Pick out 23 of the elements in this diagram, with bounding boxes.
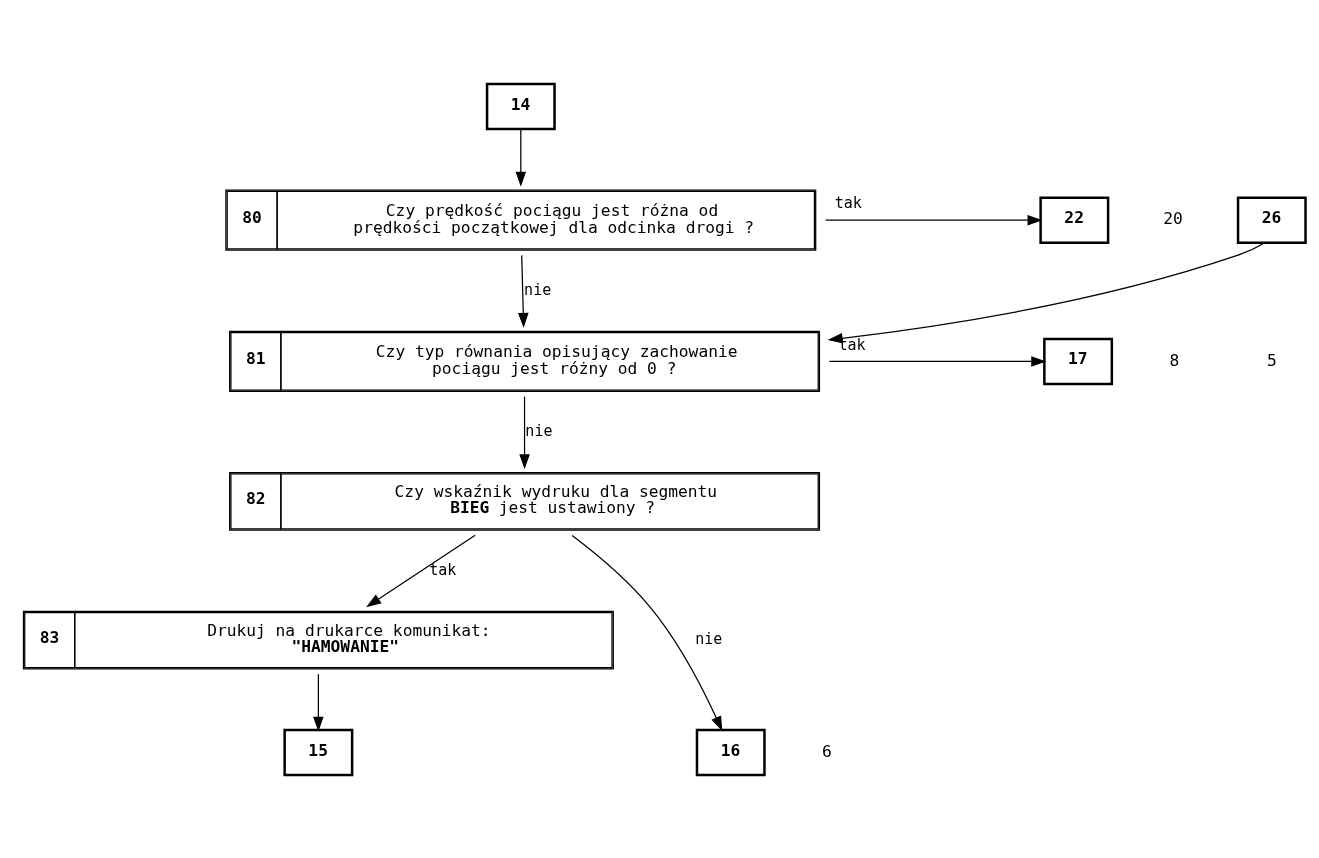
edge-label: nie (695, 629, 723, 648)
node-label: 8 (1169, 350, 1180, 370)
edge-label: tak (429, 560, 457, 579)
node-label: 20 (1163, 208, 1183, 228)
arrow (519, 395, 530, 469)
node-label: 6 (822, 741, 832, 761)
node-box: 15 (283, 728, 354, 776)
arrow (515, 128, 527, 187)
node-box: 16 (695, 728, 766, 776)
label: 5 (1266, 350, 1277, 370)
node-box: 26 (1236, 195, 1307, 244)
edge-label: tak (834, 193, 862, 212)
arrow (313, 673, 324, 732)
arrow (825, 214, 1043, 225)
edge-label: nie (524, 280, 552, 299)
edge-label: nie (525, 421, 553, 440)
arrow (828, 355, 1047, 367)
arrow (518, 254, 529, 328)
node-box: 14 (485, 82, 556, 130)
arrow (366, 534, 476, 607)
node-box: 17 (1043, 337, 1114, 385)
arrow (571, 534, 723, 731)
node-box: 22 (1039, 195, 1110, 244)
